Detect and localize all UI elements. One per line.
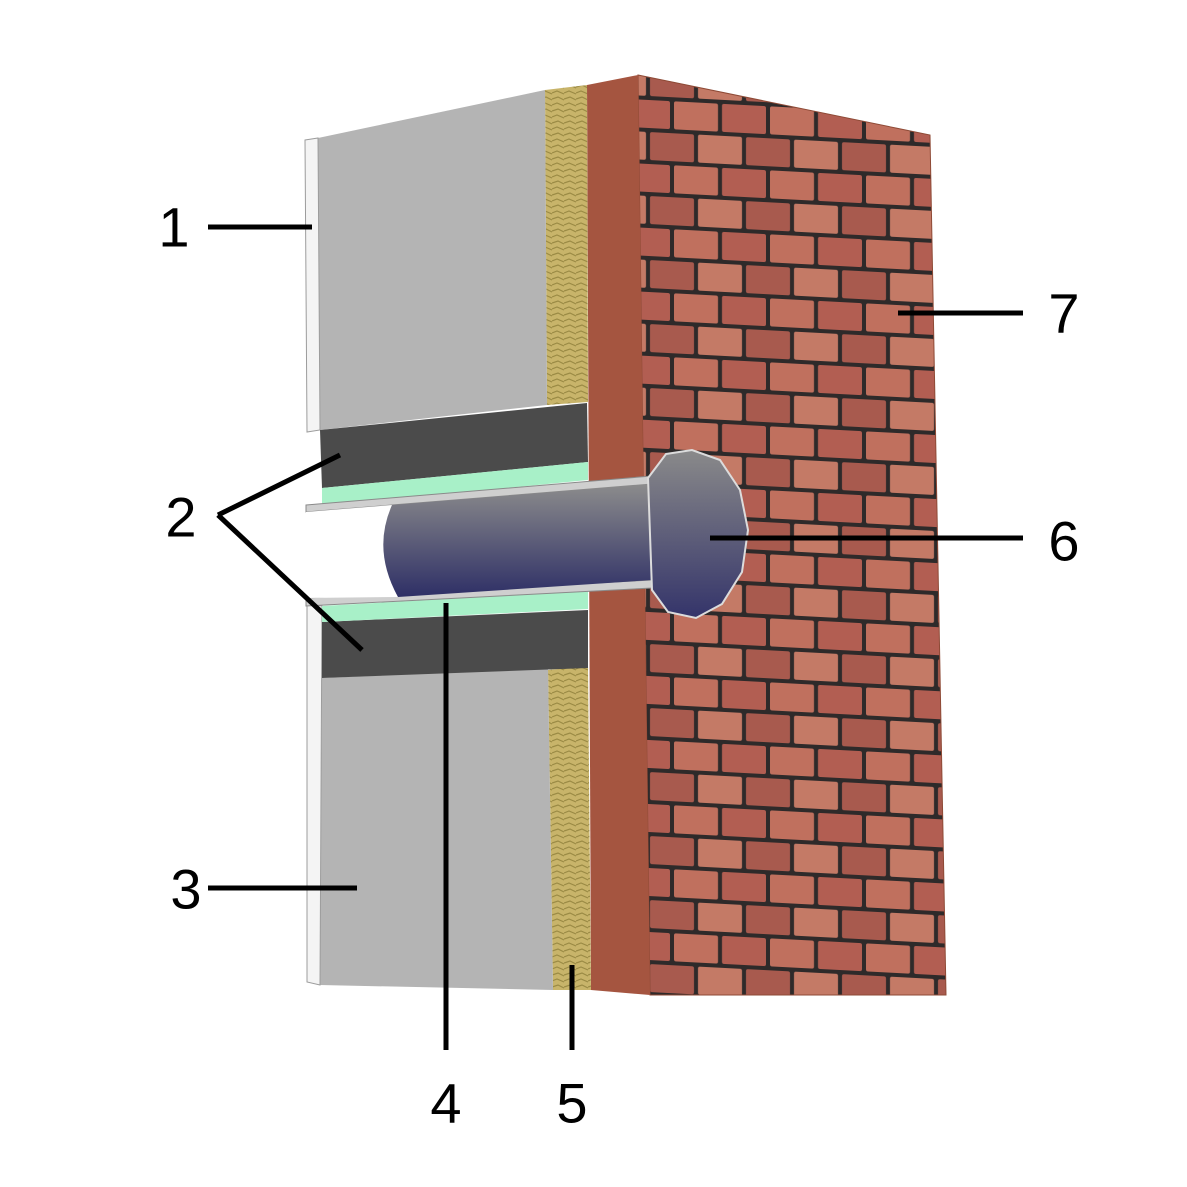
callout-6: 6 [1048, 510, 1079, 573]
callout-5: 5 [556, 1072, 587, 1135]
pipe-opening [306, 505, 398, 598]
membrane-upper [320, 403, 588, 488]
plaster-upper [318, 90, 547, 430]
mineral-wool-upper [545, 85, 588, 405]
callout-1: 1 [158, 196, 189, 259]
seal-strip-lower [322, 591, 588, 622]
membrane-lower [322, 610, 588, 678]
plaster-lower [320, 668, 553, 990]
callout-2: 2 [165, 486, 196, 549]
interior-finish-lower [306, 602, 323, 986]
pipe-body [383, 484, 652, 597]
leader-line-2b [216, 513, 364, 652]
callout-3: 3 [170, 858, 201, 921]
callout-7: 7 [1048, 282, 1079, 345]
callout-4: 4 [430, 1072, 461, 1135]
pipe-end [646, 448, 750, 620]
mineral-wool-lower [548, 666, 591, 990]
callout-numbers: 1 2 3 4 5 6 7 [158, 196, 1079, 1135]
interior-finish-upper [304, 137, 321, 433]
leader-lines [208, 224, 1023, 1050]
seal-strip-upper [322, 462, 588, 506]
leader-line-2a [216, 452, 342, 518]
